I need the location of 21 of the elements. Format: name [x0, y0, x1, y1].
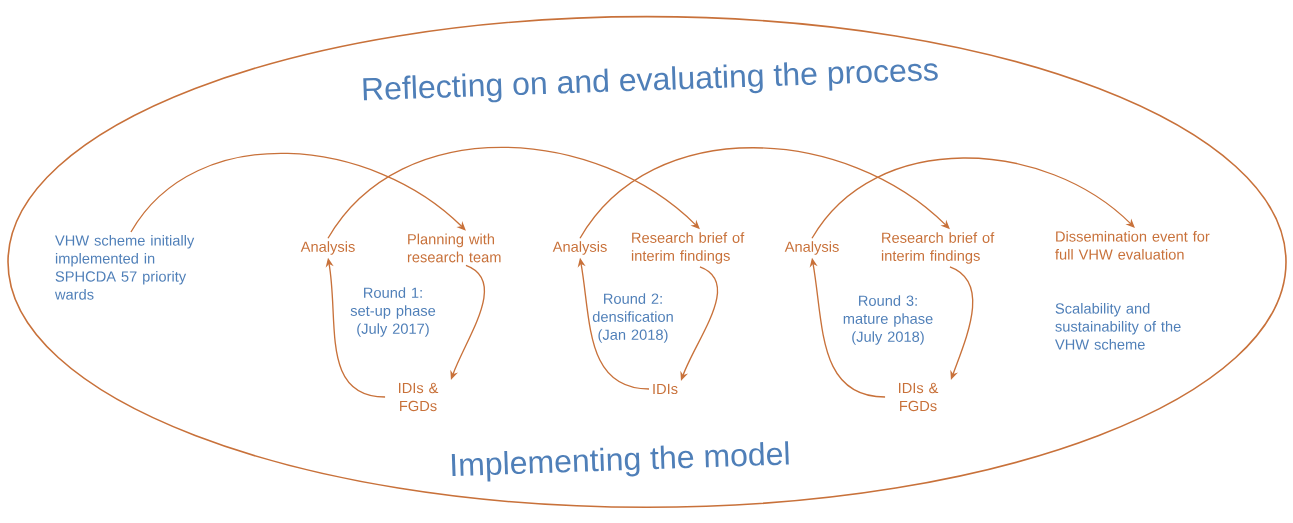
round-text: Round 1: set-up phase (July 2017): [350, 287, 436, 337]
round-text: Round 3: mature phase (July 2018): [843, 295, 933, 345]
step-text: Planning with research team: [407, 233, 501, 263]
arrow: [579, 147, 950, 239]
step-text: Analysis: [300, 241, 355, 255]
step-text: IDIs: [653, 383, 678, 395]
step-text: IDIs & FGDs: [399, 382, 439, 412]
arrow: [811, 157, 1135, 239]
step-text: Analysis: [552, 241, 607, 255]
outcome-text: Dissemination event for full VHW evaluation: [1055, 230, 1210, 260]
scheme-text: VHW scheme initially implemented in SPHCDA 57 priority wards: [54, 234, 195, 300]
round-text: Round 2: densification (Jan 2018): [592, 293, 673, 343]
step-text: Analysis: [784, 241, 839, 255]
step-text: Research brief of interim findings: [881, 232, 995, 264]
step-text: Research brief of interim findings: [631, 232, 745, 264]
arrow: [327, 146, 700, 239]
heading-text: Reflecting on and evaluating the process: [363, 62, 938, 103]
arrow: [130, 152, 466, 233]
heading-text: Implementing the model: [451, 441, 789, 482]
note-text: Scalability and sustainability of the VHW scheme: [1055, 302, 1181, 350]
step-text: IDIs & FGDs: [899, 382, 939, 412]
